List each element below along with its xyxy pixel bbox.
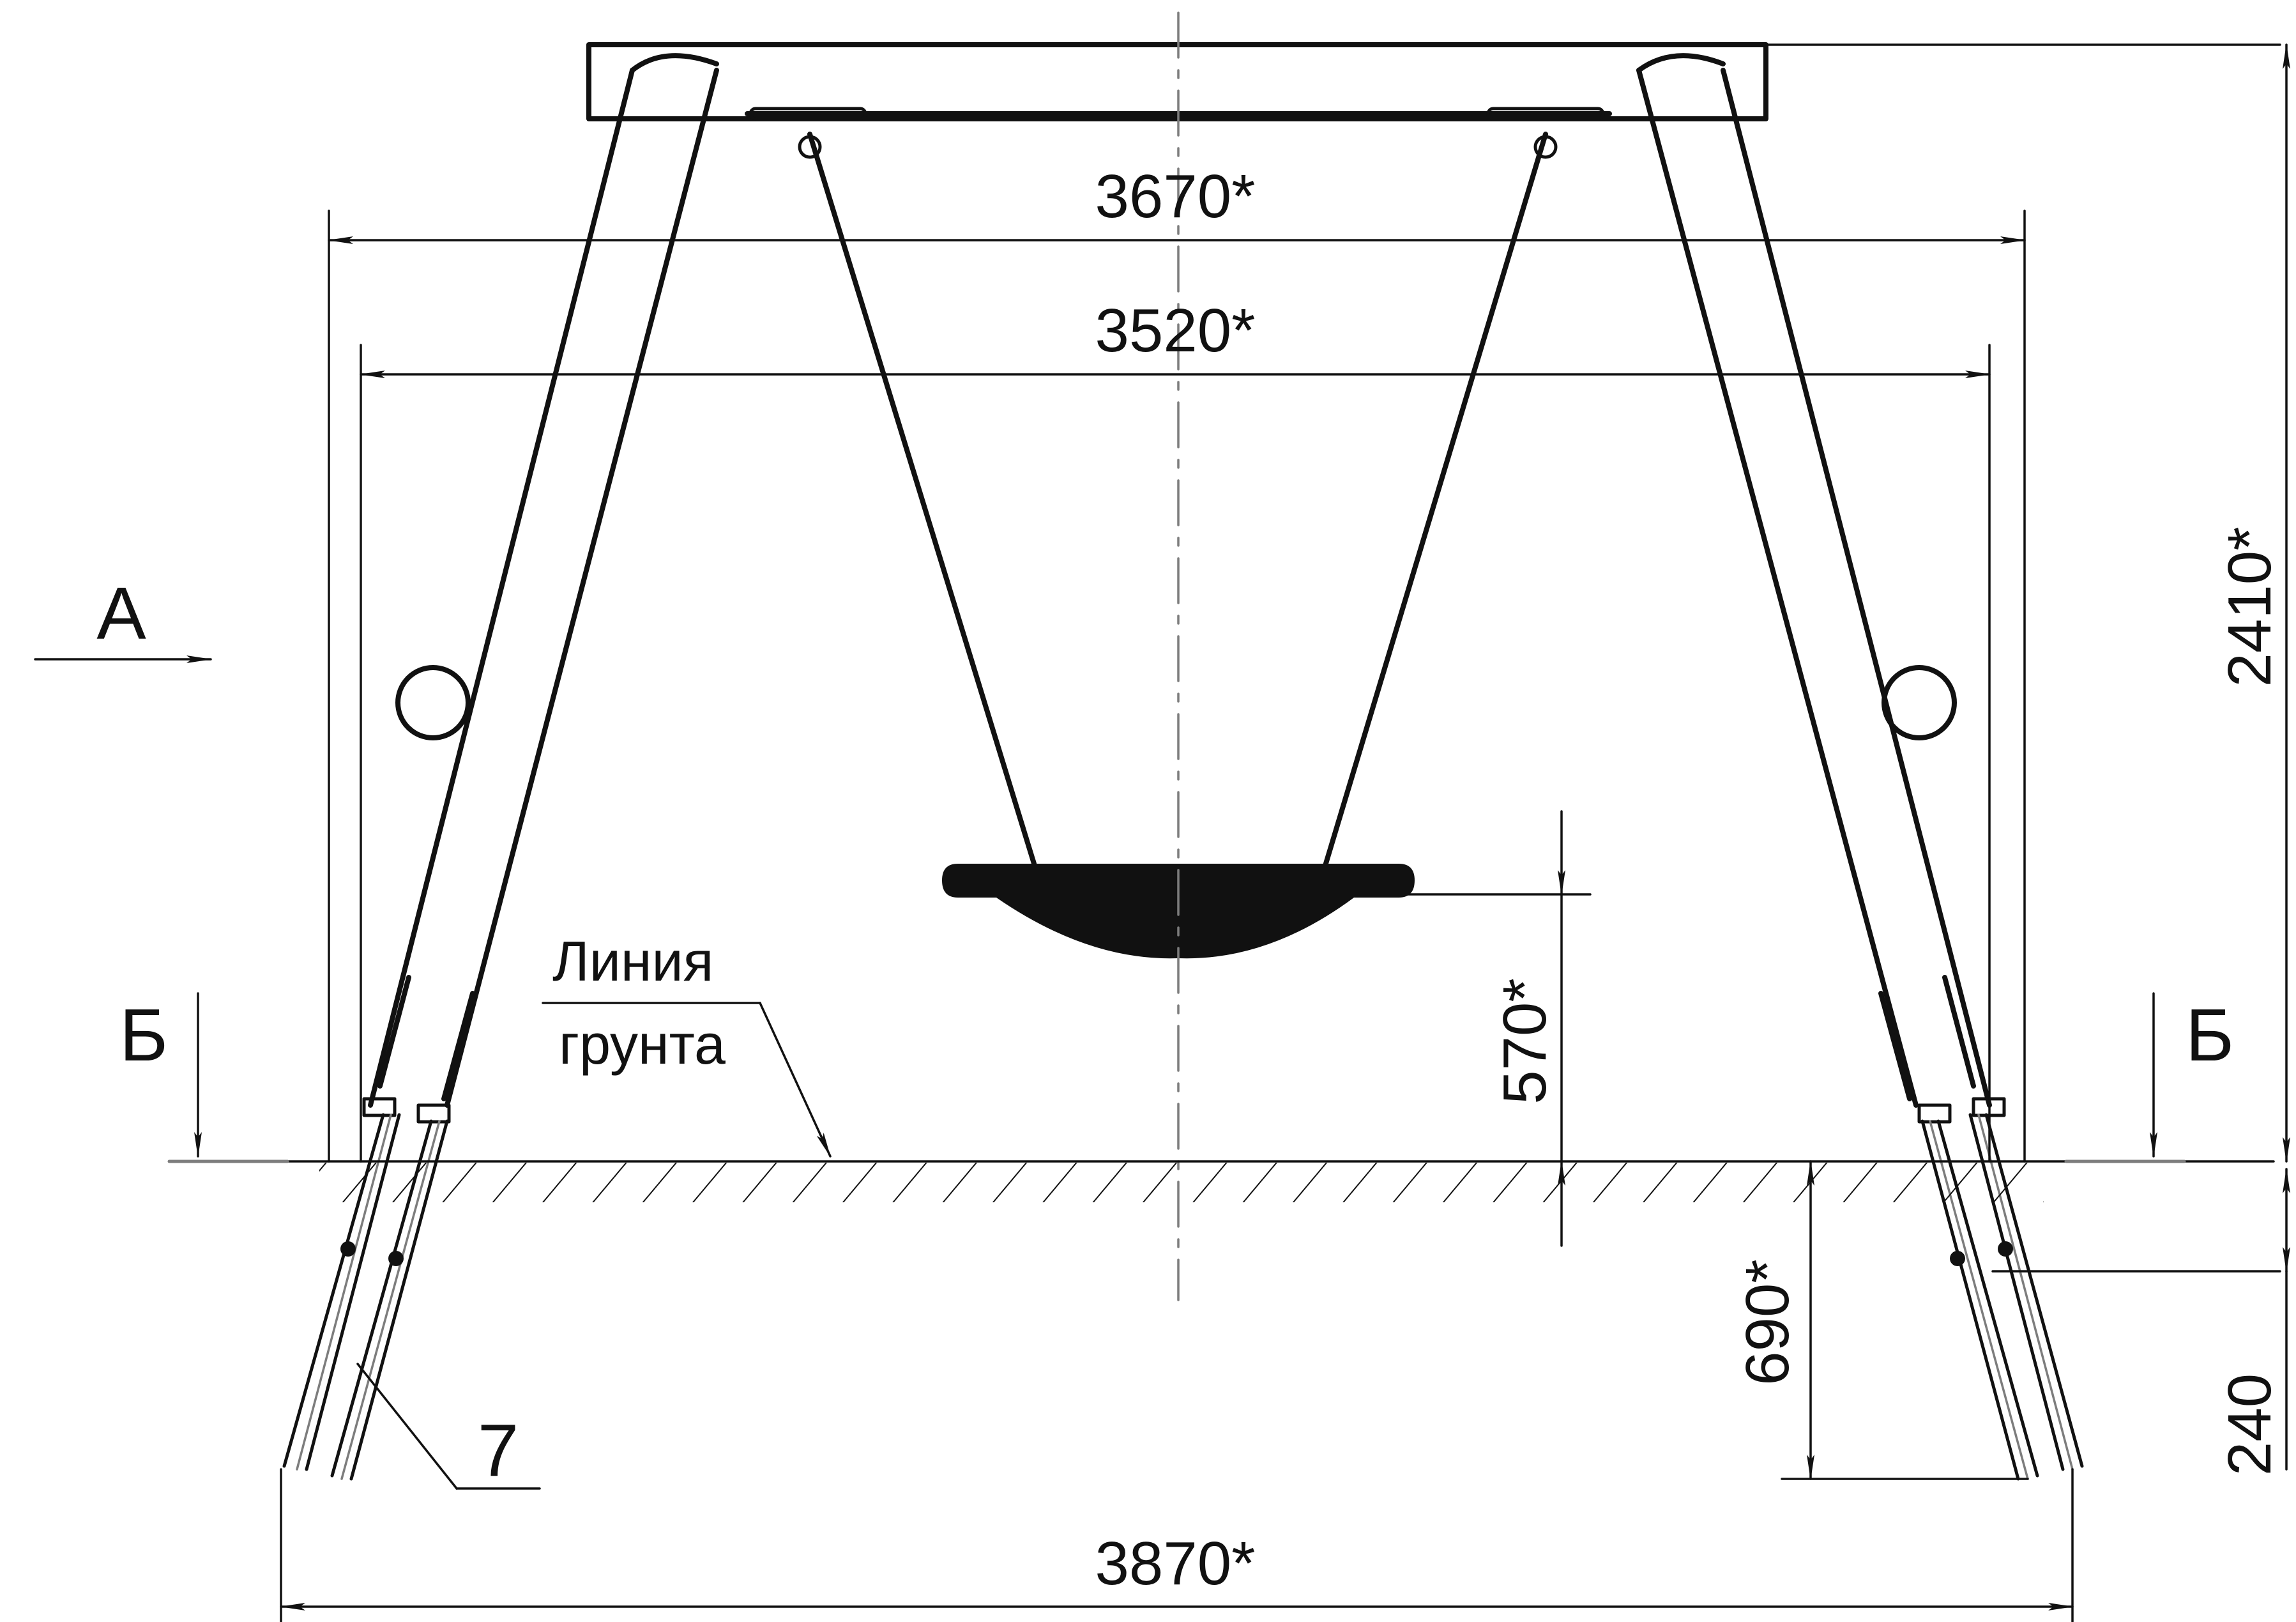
- dimension-seat-clearance: 570*: [1404, 810, 1592, 1247]
- dimension-690-label: 690*: [1733, 1259, 1802, 1386]
- right-leg: [1636, 53, 1992, 1108]
- hanger-plates: [749, 107, 1605, 121]
- ground-line-text-2: грунта: [559, 1013, 726, 1076]
- view-arrow-a-label: А: [96, 572, 146, 655]
- dimension-top-outer: 3670*: [328, 162, 2026, 1163]
- dimension-3670-label: 3670*: [1095, 162, 1256, 231]
- ground-line-text-1: Линия: [552, 930, 713, 993]
- dimension-240-label: 240: [2216, 1373, 2284, 1476]
- dimension-2410-label: 2410*: [2216, 527, 2284, 687]
- section-marker-right: Б: [2150, 992, 2234, 1158]
- part-number-label: 7: [478, 1409, 519, 1492]
- dimension-footing-offset: 240: [1991, 1168, 2290, 1476]
- dimension-base-width: 3870*: [280, 1468, 2074, 1622]
- dimension-top-inner: 3520*: [360, 296, 1991, 1163]
- dimension-570-label: 570*: [1491, 978, 1559, 1105]
- right-footing: [1917, 1097, 2084, 1481]
- swing-chains: [798, 132, 1558, 868]
- section-right-label: Б: [2186, 993, 2234, 1076]
- ground-line-callout: Линия грунта: [542, 930, 832, 1158]
- dimension-embed-depth: 690*: [1733, 1160, 2029, 1480]
- handle-rings: [395, 665, 1957, 740]
- section-marker-left: Б: [119, 992, 202, 1158]
- left-footing: [282, 1097, 451, 1481]
- dimension-3870-label: 3870*: [1095, 1529, 1256, 1598]
- view-arrow-a: А: [34, 572, 212, 663]
- part-callout-7: 7: [356, 1363, 541, 1492]
- ground-line: [167, 1159, 2275, 1202]
- dimension-3520-label: 3520*: [1095, 296, 1256, 365]
- dimension-total-height: 2410*: [1765, 43, 2290, 1163]
- section-left-label: Б: [119, 993, 168, 1076]
